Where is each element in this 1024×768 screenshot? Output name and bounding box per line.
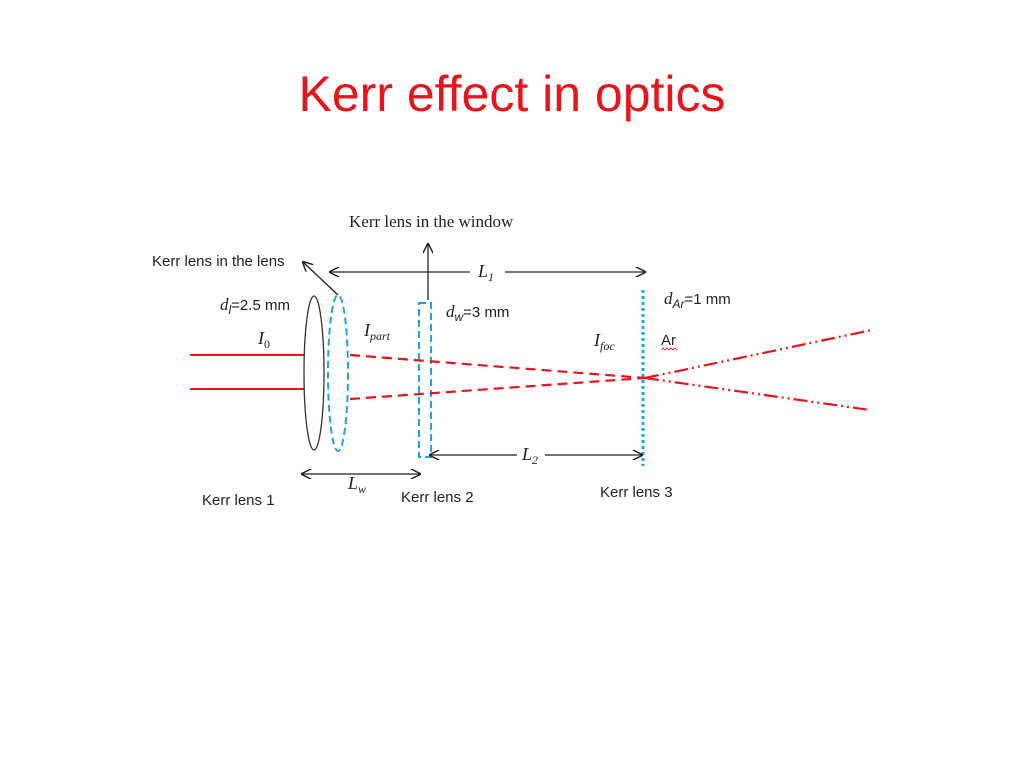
symbol-d-w: dw=3 mm: [446, 302, 509, 324]
diverging-beam-bottom: [644, 376, 871, 412]
label-ar: Ar: [661, 332, 676, 349]
label-kerr-lens-1: Kerr lens 1: [202, 492, 275, 509]
symbol-ipart: Ipart: [363, 320, 391, 343]
symbol-l2: L2: [521, 444, 538, 467]
symbol-lw: Lw: [347, 473, 366, 496]
label-kerr-lens-lens: Kerr lens in the lens: [152, 253, 285, 270]
label-kerr-lens-window: Kerr lens in the window: [349, 212, 514, 231]
kerr-lens-2-window: [418, 302, 432, 458]
slide-title: Kerr effect in optics: [298, 66, 726, 122]
converging-beam-bottom: [349, 376, 646, 401]
label-kerr-lens-2: Kerr lens 2: [401, 489, 474, 506]
kerr-lens-1-shape: [327, 294, 349, 452]
symbol-i0: I0: [257, 328, 270, 351]
ar-spellcheck-underline: [660, 347, 678, 351]
lens-pointer-arrow: [303, 262, 339, 296]
symbol-d-l: dl=2.5 mm: [220, 295, 290, 317]
focusing-lens: [303, 295, 325, 451]
symbol-d-ar: dAr=1 mm: [664, 289, 731, 311]
symbol-ifoc: Ifoc: [593, 330, 615, 353]
symbol-l1: L1: [477, 261, 494, 284]
label-kerr-lens-3: Kerr lens 3: [600, 484, 673, 501]
converging-beam-top: [349, 353, 646, 380]
diverging-beam-top: [644, 328, 873, 380]
